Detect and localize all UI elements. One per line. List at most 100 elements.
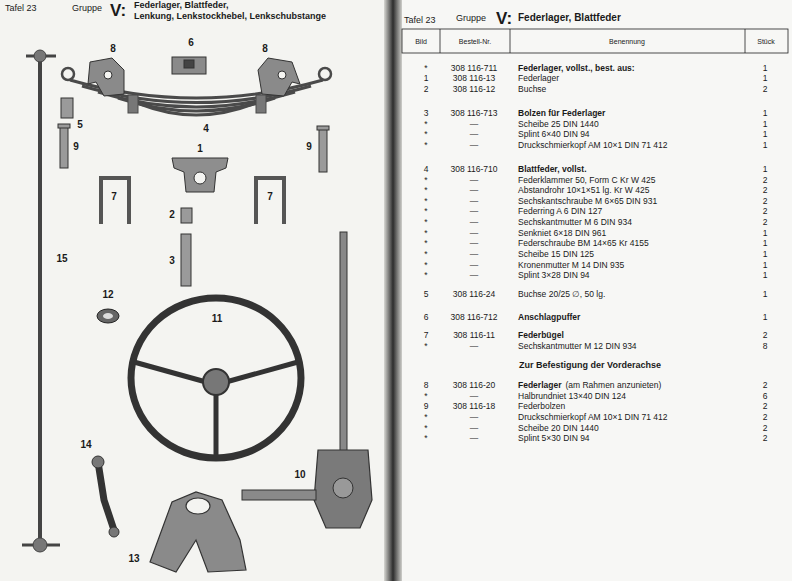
table-cell: —	[470, 239, 479, 248]
drag-link	[22, 50, 60, 552]
page-header: Tafel 23	[5, 4, 37, 13]
table-cell: *	[424, 392, 427, 401]
page-header: Lenkung, Lenkstockhebel, Lenkschubstange	[134, 12, 326, 21]
table-cell: Blattfeder, vollst.	[518, 165, 587, 174]
u-bolts	[101, 178, 284, 224]
table-rules	[402, 29, 788, 53]
table-cell: 308 116-11	[453, 331, 495, 340]
table-cell: 7	[424, 331, 429, 340]
callout-number: 3	[169, 256, 175, 266]
table-cell: 308 116-18	[453, 402, 495, 411]
table-cell: 5	[424, 290, 429, 299]
grommet	[97, 309, 119, 323]
table-cell: 2	[763, 381, 768, 390]
table-cell: 3	[424, 109, 429, 118]
callout-number: 9	[73, 142, 79, 152]
group-letter: V:	[496, 10, 512, 27]
table-cell: Abstandrohr 10×1×51 lg. Kr W 425	[518, 186, 649, 195]
table-cell: *	[424, 434, 427, 443]
table-cell: 1	[763, 64, 768, 73]
section-heading: Zur Befestigung der Vorderachse	[519, 361, 661, 370]
right-page	[398, 0, 792, 581]
table-cell: *	[424, 229, 427, 238]
table-cell: 1	[763, 313, 768, 322]
callout-number: 8	[262, 44, 268, 54]
table-cell: 1	[763, 120, 768, 129]
table-cell: *	[424, 424, 427, 433]
column-header: Bild	[415, 38, 427, 45]
table-cell: Senkniet 6×18 DIN 961	[518, 229, 606, 238]
table-cell: 2	[763, 176, 768, 185]
table-cell: Scheibe 15 DIN 125	[518, 250, 594, 259]
table-cell: Bolzen für Federlager	[518, 109, 605, 118]
table-cell: 308 116-12	[453, 85, 495, 94]
callout-number: 2	[169, 210, 175, 220]
table-cell: Federbügel	[518, 331, 564, 340]
table-cell: 2	[763, 197, 768, 206]
table-cell: —	[470, 141, 479, 150]
table-cell: 2	[424, 85, 429, 94]
table-cell: —	[470, 250, 479, 259]
page-header: Gruppe	[456, 14, 486, 23]
table-cell: *	[424, 239, 427, 248]
table-cell: 308 116-13	[453, 74, 495, 83]
table-cell: 1	[763, 109, 768, 118]
table-cell: —	[470, 413, 479, 422]
table-cell: Buchse	[518, 85, 546, 94]
table-cell: 2	[763, 434, 768, 443]
table-cell: *	[424, 250, 427, 259]
table-cell: 9	[424, 402, 429, 411]
table-cell: 2	[763, 402, 768, 411]
callout-number: 13	[128, 554, 139, 564]
spring-bearing	[172, 158, 228, 192]
table-cell: —	[470, 392, 479, 401]
page-header: Tafel 23	[404, 16, 436, 25]
table-cell: 4	[424, 165, 429, 174]
page-header: Gruppe	[72, 4, 102, 13]
table-cell: 2	[763, 424, 768, 433]
table-cell: 1	[424, 74, 429, 83]
table-cell: *	[424, 197, 427, 206]
table-cell: *	[424, 64, 427, 73]
table-cell: *	[424, 141, 427, 150]
group-letter: V:	[110, 2, 126, 19]
table-cell: Federring A 6 DIN 127	[518, 207, 602, 216]
table-cell: Kronenmutter M 14 DIN 935	[518, 261, 624, 270]
table-cell: Scheibe 20 DIN 1440	[518, 424, 599, 433]
book-spine	[384, 0, 402, 581]
table-cell: 308 116-712	[450, 313, 497, 322]
callout-number: 1	[197, 144, 203, 154]
table-cell: —	[470, 197, 479, 206]
table-cell: 2	[763, 413, 768, 422]
table-cell: 308 116-24	[453, 290, 495, 299]
callout-number: 5	[77, 120, 83, 130]
table-cell: —	[470, 434, 479, 443]
column-header: Benennung	[609, 38, 645, 45]
table-cell: Buchse 20/25 ∅, 50 lg.	[518, 290, 605, 299]
table-cell: 2	[763, 331, 768, 340]
table-cell: —	[470, 176, 479, 185]
table-cell: Federlager	[518, 74, 559, 83]
callout-number: 6	[188, 38, 194, 48]
table-cell: 2	[763, 85, 768, 94]
table-cell: 1	[763, 261, 768, 270]
table-cell: —	[470, 229, 479, 238]
table-cell: —	[470, 424, 479, 433]
table-cell: —	[470, 218, 479, 227]
callout-number: 10	[294, 470, 305, 480]
table-cell: Federklammer 50, Form C Kr W 425	[518, 176, 655, 185]
table-cell: Sechskantmutter M 12 DIN 934	[518, 342, 637, 351]
column-header: Stück	[757, 38, 775, 45]
table-cell: 2	[763, 218, 768, 227]
table-cell: *	[424, 176, 427, 185]
table-cell: *	[424, 207, 427, 216]
table-cell: 1	[763, 74, 768, 83]
pitman-arm	[92, 456, 119, 537]
callout-number: 11	[212, 314, 223, 324]
table-cell: Splint 5×30 DIN 94	[518, 434, 590, 443]
table-cell: Federbolzen	[518, 402, 565, 411]
table-cell: Federschraube BM 14×65 Kr 4155	[518, 239, 649, 248]
grommet-hole	[103, 313, 113, 319]
